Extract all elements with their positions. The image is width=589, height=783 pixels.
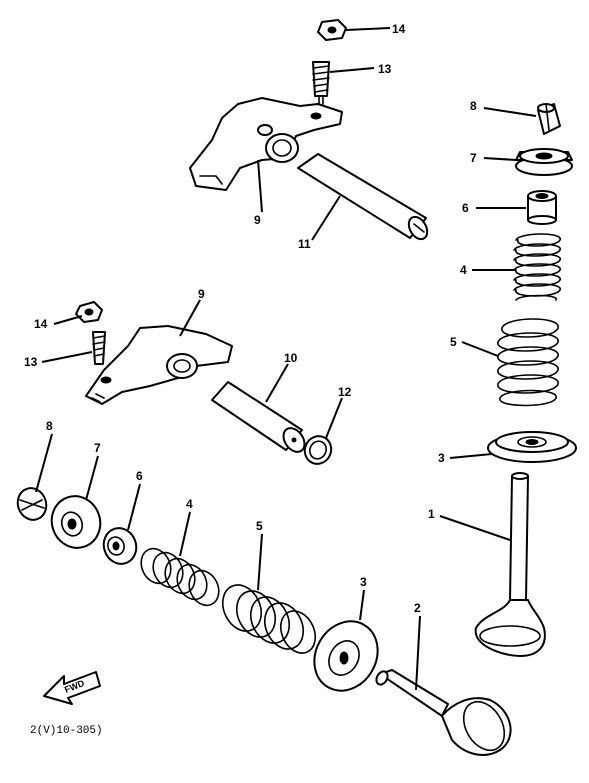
right-inner-spring — [513, 233, 561, 301]
right-valve-cotter — [537, 103, 561, 135]
callout-5-right: 5 — [450, 335, 457, 349]
left-valve-stem-seal — [102, 527, 138, 565]
callout-9-top: 9 — [254, 213, 261, 227]
callout-6-right: 6 — [462, 201, 469, 215]
callout-5-left: 5 — [256, 519, 263, 533]
left-spring-retainer — [50, 495, 102, 549]
callout-6-left: 6 — [136, 469, 143, 483]
callout-14-top: 14 — [392, 22, 406, 36]
callout-3-right: 3 — [438, 451, 445, 465]
right-valve — [474, 472, 546, 657]
callout-13-top: 13 — [378, 62, 392, 76]
callout-14-left: 14 — [34, 317, 48, 331]
left-valve-cotter — [16, 487, 48, 521]
right-outer-spring — [497, 318, 559, 407]
right-valve-stem-seal — [527, 190, 557, 225]
left-valve — [375, 669, 512, 756]
upper-rocker-arm — [189, 97, 343, 191]
upper-locknut — [317, 19, 347, 41]
left-inner-spring — [140, 547, 220, 607]
left-spring-seat — [313, 620, 379, 692]
callout-4-left: 4 — [186, 497, 193, 511]
callout-10: 10 — [284, 351, 298, 365]
fwd-arrow-icon: FWD — [43, 671, 101, 705]
callout-8-left: 8 — [46, 419, 53, 433]
callout-11: 11 — [298, 237, 311, 251]
lower-rocker-shaft — [211, 381, 306, 453]
lower-rocker-arm — [85, 325, 233, 405]
callout-12: 12 — [338, 385, 352, 399]
leader-lines — [35, 27, 537, 691]
callout-2: 2 — [414, 601, 421, 615]
callout-numbers: 14 13 8 7 6 4 5 3 1 9 11 9 14 13 10 12 8… — [24, 22, 477, 615]
left-outer-spring — [221, 584, 317, 654]
o-ring — [303, 435, 333, 465]
callout-7-left: 7 — [94, 441, 101, 455]
lower-adjusting-screw — [92, 331, 106, 365]
callout-13-left: 13 — [24, 355, 38, 369]
right-spring-retainer — [515, 148, 573, 176]
upper-rocker-shaft — [297, 153, 429, 241]
lower-locknut — [75, 301, 103, 323]
callout-4-right: 4 — [460, 263, 467, 277]
callout-8-right: 8 — [470, 99, 477, 113]
callout-9-mid: 9 — [198, 287, 205, 301]
right-spring-seat — [487, 431, 577, 463]
callout-1: 1 — [428, 507, 435, 521]
figure-code: 2(V)10-305) — [30, 725, 103, 737]
callout-3-left: 3 — [360, 575, 367, 589]
upper-adjusting-screw — [312, 61, 330, 105]
callout-7-right: 7 — [470, 151, 477, 165]
